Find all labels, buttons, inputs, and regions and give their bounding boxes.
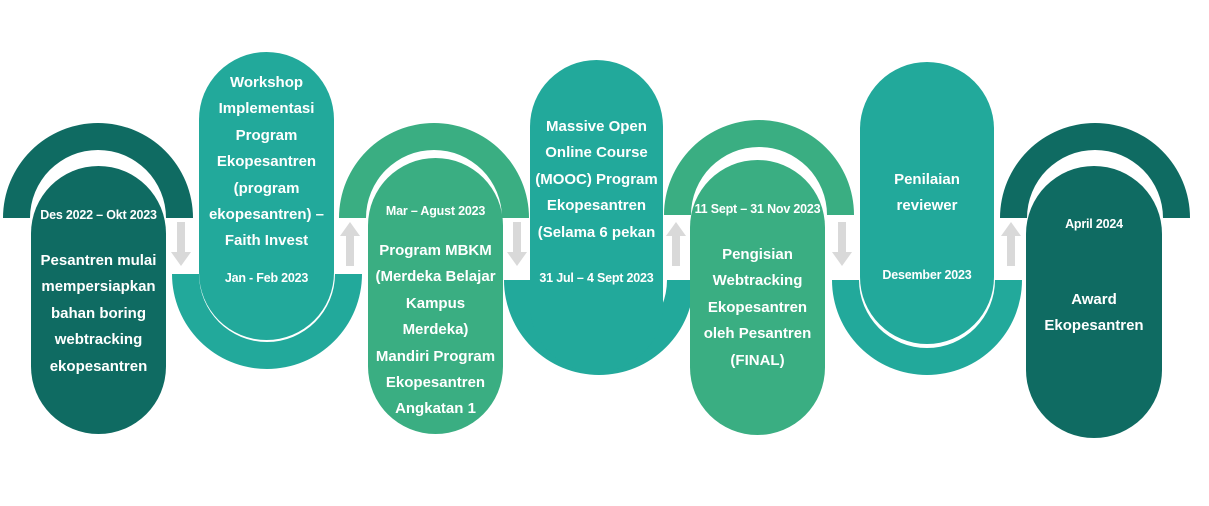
arrow-down-3 (832, 222, 852, 266)
step-2-arc-shape (172, 274, 362, 369)
step-5-pill: 11 Sept – 31 Nov 2023 Pengisian Webtrack… (690, 160, 825, 435)
step-7-date: April 2024 (1065, 217, 1123, 231)
step-4-title: Massive Open Online Course (MOOC) Progra… (535, 118, 658, 241)
step-3-pill: Mar – Agust 2023 Program MBKM (Merdeka B… (368, 158, 503, 434)
step-3-date: Mar – Agust 2023 (385, 204, 486, 218)
arrow-down-1 (171, 222, 191, 266)
step-2-date: Jan - Feb 2023 (224, 271, 309, 285)
arrow-up-1-shape (340, 222, 360, 266)
step-6-date: Desember 2023 (882, 268, 972, 282)
step-7-pill: April 2024 Award Ekopesantren (1026, 166, 1162, 438)
step-7-title: Award Ekopesantren (1044, 291, 1144, 335)
step-6-pill: Penilaian reviewer Desember 2023 (860, 62, 994, 344)
step-3-arc (339, 123, 529, 218)
step-5-date: 11 Sept – 31 Nov 2023 (694, 202, 821, 216)
step-6-title: Penilaian reviewer (894, 171, 960, 215)
arrow-down-1-shape (171, 222, 191, 266)
step-5-title: Pengisian Webtracking Ekopesantren oleh … (703, 246, 812, 369)
step-6-arc (832, 280, 1022, 375)
arrow-up-2 (666, 222, 686, 266)
step-2-arc (172, 274, 362, 369)
step-6-arc-shape (832, 280, 1022, 375)
arrow-up-1 (340, 222, 360, 266)
step-4-date: 31 Jul – 4 Sept 2023 (539, 271, 654, 285)
step-5-arc (664, 120, 854, 215)
arrow-down-2-shape (507, 222, 527, 266)
step-1-date: Des 2022 – Okt 2023 (40, 208, 157, 222)
arrow-up-2-shape (666, 222, 686, 266)
step-5-arc-shape (664, 120, 854, 215)
step-2-pill: Workshop Implementasi Program Ekopesantr… (199, 52, 334, 340)
step-1-arc (3, 123, 193, 218)
arrow-up-3-shape (1001, 222, 1021, 266)
step-7-arc (1000, 123, 1190, 218)
arrow-down-3-shape (832, 222, 852, 266)
step-1-arc-shape (3, 123, 193, 218)
step-4-pill: Massive Open Online Course (MOOC) Progra… (530, 60, 663, 372)
step-2-title: Workshop Implementasi Program Ekopesantr… (208, 74, 325, 250)
step-1-pill: Des 2022 – Okt 2023 Pesantren mulai memp… (31, 166, 166, 434)
step-7-arc-shape (1000, 123, 1190, 218)
step-1-title: Pesantren mulai mempersiapkan bahan bori… (40, 252, 157, 375)
step-3-title: Program MBKM (Merdeka Belajar Kampus Mer… (375, 242, 496, 418)
step-3-arc-shape (339, 123, 529, 218)
arrow-down-2 (507, 222, 527, 266)
arrow-up-3 (1001, 222, 1021, 266)
